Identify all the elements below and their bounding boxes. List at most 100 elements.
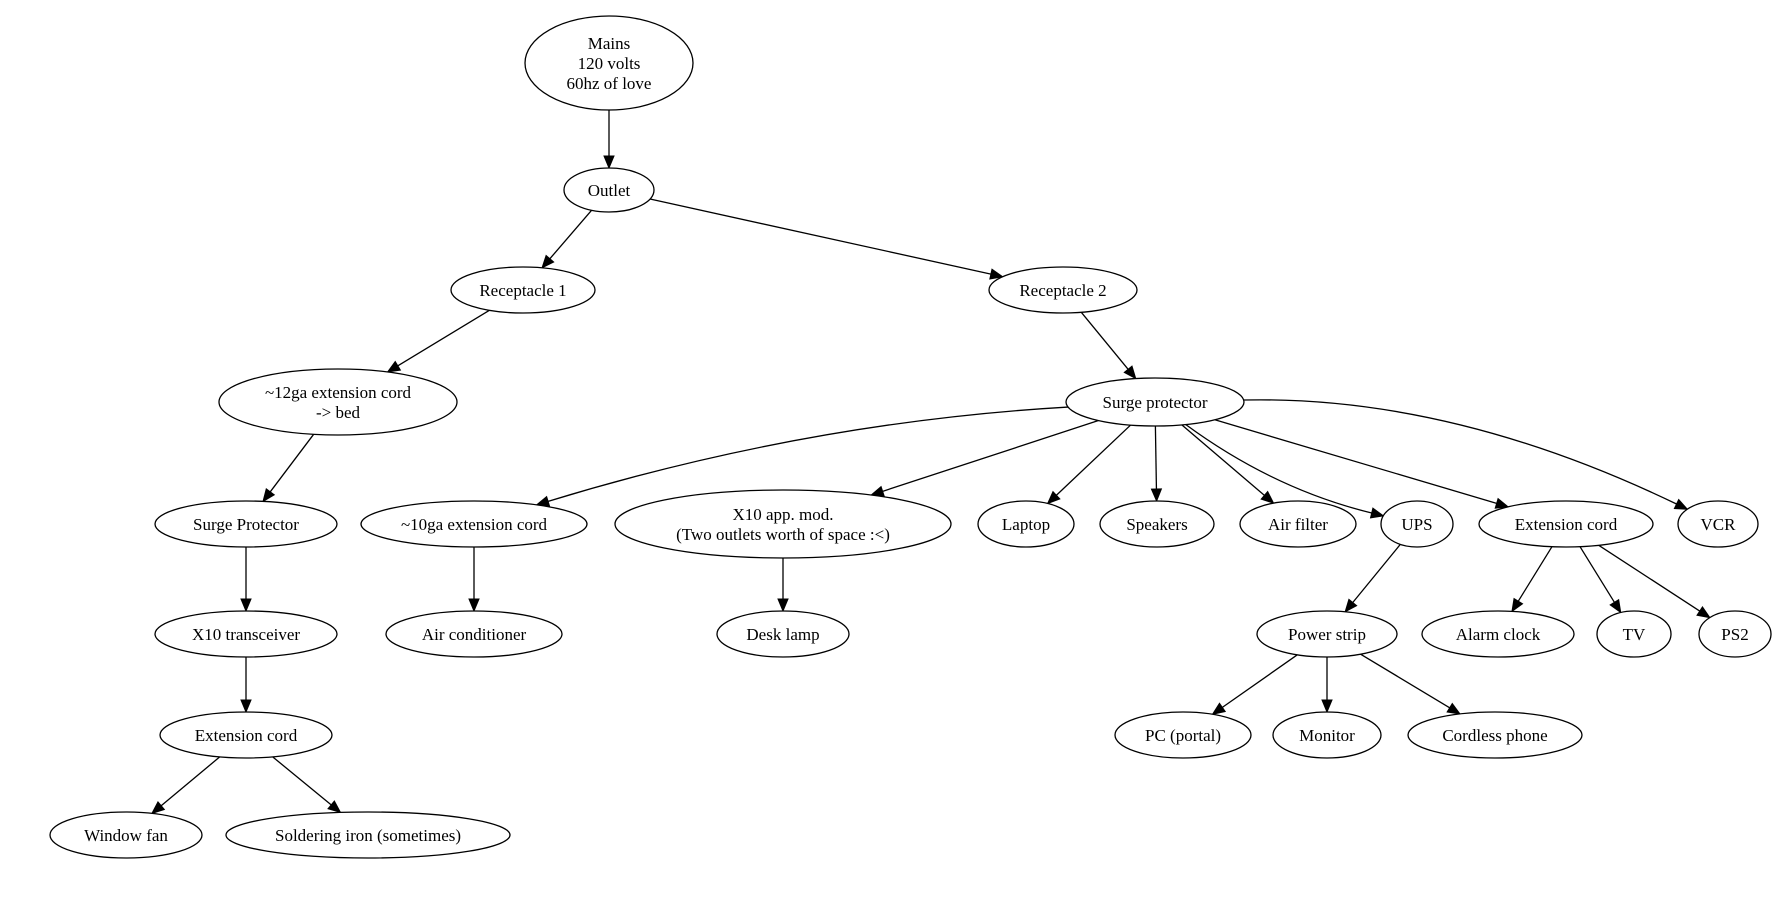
edge-mains-to-outlet <box>603 110 615 170</box>
edge-surge-protector-b-to-extension-cord-b <box>1214 419 1510 509</box>
node-label: Air conditioner <box>422 625 527 644</box>
node-label: (Two outlets worth of space :<) <box>676 525 890 544</box>
edge-line <box>1055 424 1132 496</box>
edge-arrowhead <box>386 360 402 373</box>
edge-receptacle2-to-surge-protector-b <box>1080 311 1137 380</box>
node-cordless-phone: Cordless phone <box>1407 711 1583 759</box>
edge-outlet-to-receptacle1 <box>541 209 593 269</box>
node-shape <box>1114 711 1252 759</box>
edge-ext10-to-air-conditioner <box>468 547 480 613</box>
edge-arrowhead <box>1123 365 1137 380</box>
edge-surge-protector-b-to-x10-app-mod <box>869 419 1099 497</box>
node-shape <box>1380 500 1454 548</box>
node-alarm-clock: Alarm clock <box>1421 610 1575 658</box>
edge-line <box>272 756 332 806</box>
edge-line <box>1181 424 1265 496</box>
node-shape <box>218 368 458 436</box>
node-label: Alarm clock <box>1456 625 1541 644</box>
edge-arrowhead <box>1211 702 1227 716</box>
edge-arrowhead <box>262 487 276 503</box>
edge-arrowhead <box>240 598 252 613</box>
node-shape <box>385 610 563 658</box>
edge-arrowhead <box>1696 605 1711 619</box>
node-label: Window fan <box>84 826 168 845</box>
edge-ups-to-power-strip <box>1344 543 1401 613</box>
edge-line <box>160 756 221 807</box>
node-label: PS2 <box>1721 625 1748 644</box>
node-shape <box>614 489 952 559</box>
node-shape <box>159 711 333 759</box>
node-soldering-iron: Soldering iron (sometimes) <box>225 811 511 859</box>
node-label: Receptacle 2 <box>1019 281 1106 300</box>
node-label: Receptacle 1 <box>479 281 566 300</box>
edge-ext12-to-surge-protector-a <box>262 433 315 503</box>
edge-arrowhead <box>1321 699 1333 714</box>
node-shape <box>225 811 511 859</box>
node-window-fan: Window fan <box>49 811 203 859</box>
edge-arrowhead <box>1046 490 1061 505</box>
node-shape <box>563 167 655 213</box>
edge-line <box>1221 654 1298 708</box>
node-label: VCR <box>1701 515 1737 534</box>
node-shape <box>1239 500 1357 548</box>
node-receptacle1: Receptacle 1 <box>450 266 596 314</box>
edge-arrowhead <box>1344 598 1358 613</box>
node-label: Soldering iron (sometimes) <box>275 826 461 845</box>
node-shape <box>1099 500 1215 548</box>
node-shape <box>1407 711 1583 759</box>
node-label: Cordless phone <box>1442 726 1547 745</box>
edge-receptacle1-to-ext12 <box>386 309 490 373</box>
node-shape <box>716 610 850 658</box>
edge-line <box>269 433 315 493</box>
node-shape <box>154 610 338 658</box>
node-shape <box>1272 711 1382 759</box>
node-shape <box>524 15 694 111</box>
node-label: X10 app. mod. <box>732 505 833 524</box>
node-desk-lamp: Desk lamp <box>716 610 850 658</box>
edge-extension-cord-a-to-window-fan <box>150 756 221 815</box>
node-shape <box>49 811 203 859</box>
edge-arrowhead <box>1511 597 1524 613</box>
node-label: TV <box>1623 625 1646 644</box>
edge-line <box>1185 424 1372 514</box>
node-tv: TV <box>1596 610 1672 658</box>
node-shape <box>988 266 1138 314</box>
node-label: ~10ga extension cord <box>401 515 548 534</box>
edge-line <box>397 309 490 367</box>
edge-surge-protector-b-to-vcr <box>1243 399 1689 510</box>
edge-arrowhead <box>1369 507 1385 519</box>
edge-extension-cord-b-to-alarm-clock <box>1511 546 1553 613</box>
edge-line <box>547 406 1069 502</box>
node-label: Speakers <box>1126 515 1187 534</box>
edge-arrowhead <box>989 268 1004 280</box>
edge-power-strip-to-cordless-phone <box>1360 653 1462 715</box>
edge-extension-cord-a-to-soldering-iron <box>272 756 342 814</box>
node-ups: UPS <box>1380 500 1454 548</box>
node-monitor: Monitor <box>1272 711 1382 759</box>
node-surge-protector-a: Surge Protector <box>154 500 338 548</box>
node-label: PC (portal) <box>1145 726 1221 745</box>
node-label: Desk lamp <box>746 625 819 644</box>
node-shape <box>1478 500 1654 548</box>
edge-arrowhead <box>1494 497 1510 509</box>
node-label: Surge Protector <box>193 515 299 534</box>
node-label: Outlet <box>588 181 631 200</box>
node-label: Mains <box>588 34 631 53</box>
edge-line <box>1517 546 1553 602</box>
node-power-strip: Power strip <box>1256 610 1398 658</box>
node-air-conditioner: Air conditioner <box>385 610 563 658</box>
node-ext12: ~12ga extension cord-> bed <box>218 368 458 436</box>
edge-line <box>1214 419 1497 505</box>
edge-line <box>1598 544 1701 612</box>
edge-line <box>549 209 593 260</box>
edge-outlet-to-receptacle2 <box>649 198 1004 280</box>
node-label: 60hz of love <box>567 74 652 93</box>
edge-arrowhead <box>1260 490 1275 504</box>
edge-arrowhead <box>1446 702 1462 715</box>
edge-line <box>1243 399 1677 505</box>
node-label: X10 transceiver <box>192 625 300 644</box>
edge-surge-protector-a-to-x10-transceiver <box>240 547 252 613</box>
edge-arrowhead <box>1150 488 1163 503</box>
